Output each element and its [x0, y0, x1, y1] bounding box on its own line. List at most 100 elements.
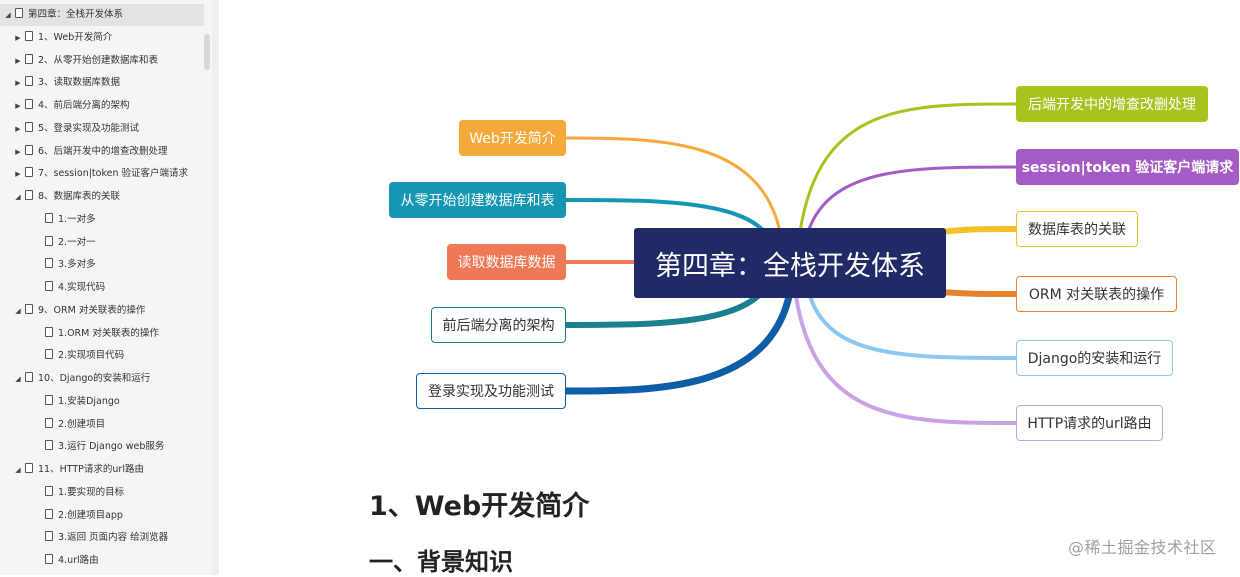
- document-icon: [45, 508, 53, 519]
- outline-item-label: 2、从零开始创建数据库和表: [38, 54, 159, 66]
- mind-map-branch: [794, 294, 1018, 425]
- document-icon: [25, 76, 33, 87]
- outline-item-label: 2.一对一: [58, 236, 96, 248]
- outline-item[interactable]: ◢ 第四章：全栈开发体系: [0, 4, 204, 26]
- expand-arrow-icon[interactable]: ▶: [15, 102, 21, 110]
- collapse-arrow-icon[interactable]: ◢: [5, 11, 11, 19]
- outline-item-label: 6、后端开发中的增查改删处理: [38, 145, 168, 157]
- document-icon: [45, 326, 53, 337]
- mind-map-node[interactable]: Web开发简介: [459, 120, 566, 156]
- outline-item[interactable]: 1.要实现的目标: [0, 482, 124, 504]
- outline-item-label: 9、ORM 对关联表的操作: [38, 304, 146, 316]
- mind-map-branch: [564, 136, 782, 234]
- document-icon: [45, 349, 53, 360]
- outline-item-label: 10、Django的安装和运行: [38, 373, 151, 384]
- outline-item[interactable]: 4.实现代码: [0, 277, 105, 299]
- outline-item[interactable]: 1.ORM 对关联表的操作: [0, 323, 159, 345]
- mind-map-branch: [937, 289, 1019, 297]
- document-icon: [25, 30, 33, 41]
- outline-item[interactable]: ▶ 7、session|token 验证客户端请求: [0, 163, 188, 185]
- mind-map-center-node[interactable]: 第四章：全栈开发体系: [634, 228, 946, 298]
- outline-item[interactable]: ▶ 1、Web开发简介: [0, 27, 112, 49]
- outline-item[interactable]: 2.创建项目: [0, 414, 105, 436]
- outline-item[interactable]: ▶ 6、后端开发中的增查改删处理: [0, 141, 168, 163]
- mind-map-branch: [798, 102, 1018, 234]
- outline-item[interactable]: ◢ 8、数据库表的关联: [0, 186, 120, 208]
- mind-map-node[interactable]: 数据库表的关联: [1016, 211, 1138, 247]
- mind-map-node[interactable]: HTTP请求的url路由: [1016, 405, 1163, 441]
- mind-map-branch: [808, 294, 1018, 360]
- mind-map-branch: [804, 165, 1018, 240]
- mind-map-node[interactable]: session|token 验证客户端请求: [1016, 149, 1239, 185]
- document-icon: [45, 258, 53, 269]
- outline-item-label: 1、Web开发简介: [38, 31, 113, 43]
- collapse-arrow-icon[interactable]: ◢: [15, 306, 21, 315]
- outline-item[interactable]: 2.实现项目代码: [0, 345, 124, 367]
- document-icon: [45, 531, 53, 542]
- collapse-arrow-icon[interactable]: ◢: [15, 466, 21, 474]
- document-icon: [25, 53, 33, 64]
- outline-item-label: 1.一对多: [58, 213, 96, 225]
- document-icon: [45, 235, 53, 246]
- mind-map-node[interactable]: 后端开发中的增查改删处理: [1016, 86, 1208, 122]
- outline-sidebar: ◢ 第四章：全栈开发体系 ▶ 1、Web开发简介 ▶ 2、从零开始创建数据库和表 ▶ 3、读取…: [0, 0, 212, 575]
- outline-item-label: 8、数据库表的关联: [38, 191, 121, 202]
- outline-item-label: 2.创建项目: [58, 418, 106, 430]
- subsection-heading: 一、背景知识: [369, 548, 513, 576]
- outline-item-label: 4.url路由: [58, 555, 99, 566]
- outline-item[interactable]: ◢ 10、Django的安装和运行: [0, 368, 150, 390]
- document-icon: [45, 417, 53, 428]
- expand-arrow-icon[interactable]: ▶: [15, 33, 21, 42]
- outline-item[interactable]: ▶ 2、从零开始创建数据库和表: [0, 50, 158, 72]
- outline-item[interactable]: ▶ 3、读取数据库数据: [0, 72, 120, 94]
- expand-arrow-icon[interactable]: ▶: [15, 79, 21, 88]
- mind-map-node[interactable]: 读取数据库数据: [447, 244, 566, 280]
- collapse-arrow-icon[interactable]: ◢: [15, 193, 21, 201]
- outline-item[interactable]: 2.一对一: [0, 232, 96, 254]
- outline-item[interactable]: 3.运行 Django web服务: [0, 436, 164, 458]
- expand-arrow-icon[interactable]: ▶: [15, 147, 21, 156]
- outline-item[interactable]: ◢ 9、ORM 对关联表的操作: [0, 300, 145, 322]
- document-icon: [25, 167, 33, 178]
- outline-item[interactable]: 1.一对多: [0, 209, 96, 231]
- outline-item[interactable]: 2.创建项目app: [0, 505, 123, 527]
- outline-item[interactable]: ▶4、前后端分离的架构: [0, 95, 130, 117]
- document-icon: [25, 463, 33, 473]
- sidebar-scrollbar[interactable]: [204, 34, 210, 70]
- outline-item[interactable]: 1.安装Django: [0, 391, 120, 413]
- expand-arrow-icon[interactable]: ▶: [15, 56, 21, 65]
- outline-item-label: 1.安装Django: [58, 395, 120, 407]
- document-icon: [45, 554, 53, 564]
- document-icon: [25, 372, 33, 382]
- expand-arrow-icon[interactable]: ▶: [15, 124, 21, 133]
- outline-item[interactable]: 3.返回 页面内容 给浏览器: [0, 527, 168, 549]
- outline-item-label: 11、HTTP请求的url路由: [38, 464, 144, 475]
- document-icon: [45, 440, 53, 451]
- collapse-arrow-icon[interactable]: ◢: [15, 375, 21, 383]
- outline-item-label: 3.运行 Django web服务: [58, 441, 165, 453]
- mind-map-branch: [562, 288, 794, 395]
- outline-item[interactable]: ▶5、登录实现及功能测试: [0, 118, 139, 140]
- mind-map-node[interactable]: 从零开始创建数据库和表: [389, 182, 566, 218]
- outline-item-label: 3.返回 页面内容 给浏览器: [58, 532, 169, 544]
- mind-map-branch: [937, 226, 1019, 235]
- outline-item-label: 3.多对多: [58, 259, 96, 271]
- document-icon: [45, 281, 53, 291]
- document-icon: [45, 485, 53, 496]
- outline-item-label: 7、session|token 验证客户端请求: [38, 168, 188, 180]
- mind-map-node[interactable]: 登录实现及功能测试: [416, 373, 566, 409]
- mind-map-node[interactable]: Django的安装和运行: [1016, 340, 1173, 376]
- mind-map-node[interactable]: ORM 对关联表的操作: [1016, 276, 1177, 312]
- outline-item-label: 3、读取数据库数据: [38, 77, 121, 89]
- outline-item[interactable]: 4.url路由: [0, 550, 99, 572]
- mind-map-node[interactable]: 前后端分离的架构: [431, 307, 566, 343]
- sidebar-divider[interactable]: [212, 0, 219, 575]
- document-icon: [45, 212, 53, 223]
- document-icon: [25, 99, 33, 109]
- outline-item[interactable]: 3.多对多: [0, 254, 96, 276]
- expand-arrow-icon[interactable]: ▶: [15, 170, 21, 179]
- outline-item[interactable]: ◢ 11、HTTP请求的url路由: [0, 459, 144, 481]
- outline-item-label: 第四章：全栈开发体系: [28, 9, 124, 20]
- outline-item-label: 1.ORM 对关联表的操作: [58, 327, 159, 339]
- outline-item-label: 2.创建项目app: [58, 509, 123, 521]
